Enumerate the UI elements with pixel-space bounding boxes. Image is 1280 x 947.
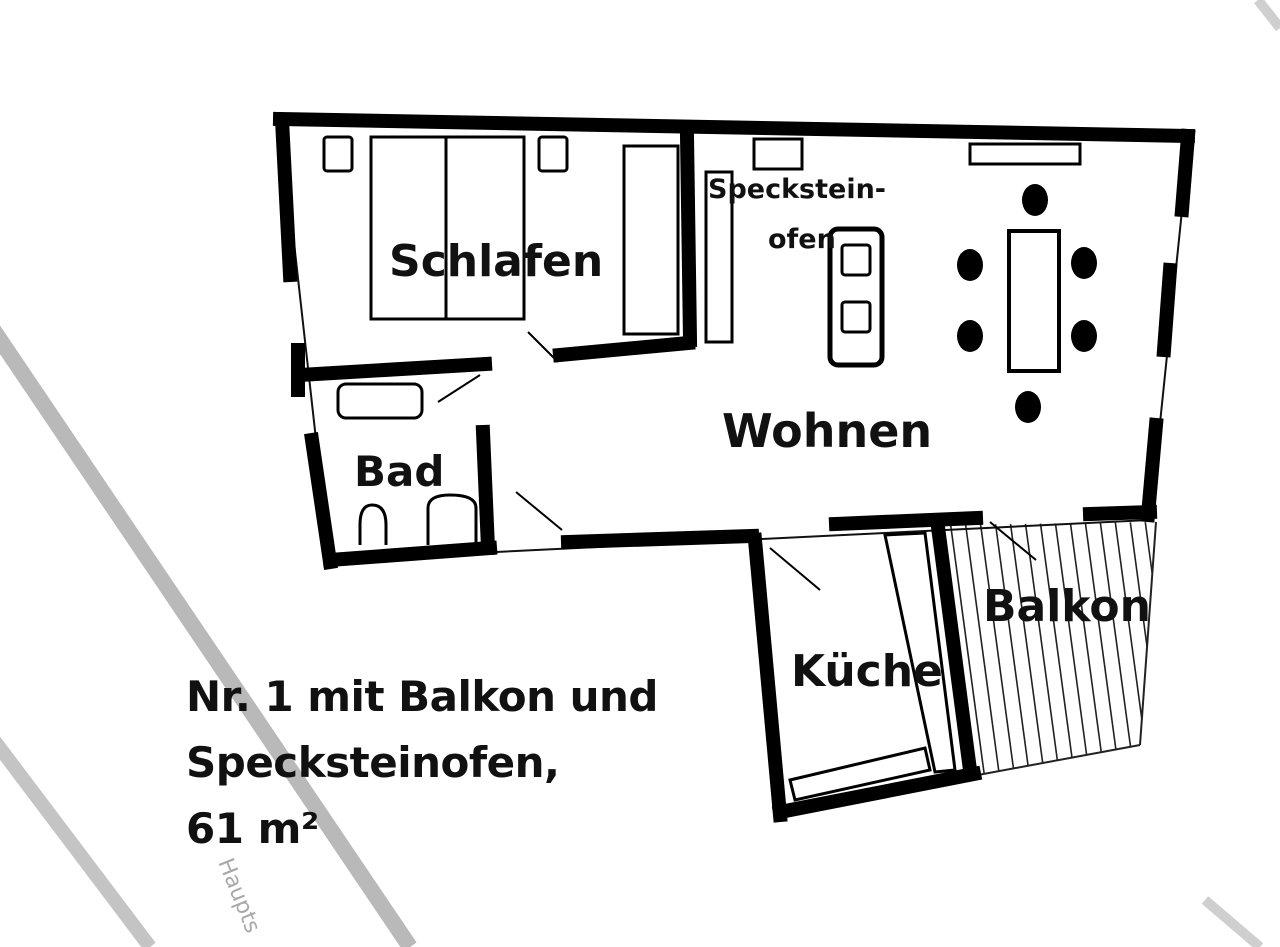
chairs [957,184,1097,423]
room-label-speckstein-line2: ofen [768,224,836,255]
doors [437,331,1037,591]
street-label: Haupts [212,855,264,937]
room-label-wohnen: Wohnen [722,404,932,458]
plan-caption: Nr. 1 mit Balkon und Specksteinofen, 61 … [186,664,658,862]
walls [272,111,1196,823]
room-label-bad: Bad [354,447,444,496]
room-label-speckstein-line1: Speckstein- [708,174,886,205]
balcony-edge [977,744,1141,776]
balcony-edge [1139,521,1157,746]
room-label-kueche: Küche [791,646,943,697]
caption-line-2: Specksteinofen, [186,738,560,787]
furniture [322,135,1082,802]
room-label-schlafen: Schlafen [389,236,603,287]
balcony-hatching [949,522,1156,775]
room-label-balkon: Balkon [983,581,1151,632]
caption-line-1: Nr. 1 mit Balkon und [186,672,658,721]
caption-line-3: 61 m² [186,804,319,853]
